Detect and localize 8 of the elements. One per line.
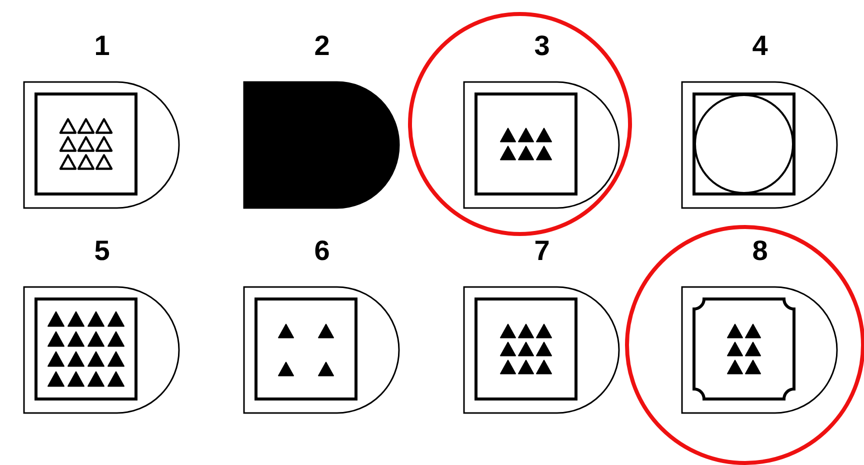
figure-number: 3 (534, 30, 550, 62)
figure-number: 2 (314, 30, 330, 62)
figure-number: 8 (752, 235, 768, 267)
figure-number: 4 (752, 30, 768, 62)
figure-number: 7 (534, 235, 550, 267)
figure-number: 1 (94, 30, 110, 62)
figure-number: 6 (314, 235, 330, 267)
figure-number: 5 (94, 235, 110, 267)
